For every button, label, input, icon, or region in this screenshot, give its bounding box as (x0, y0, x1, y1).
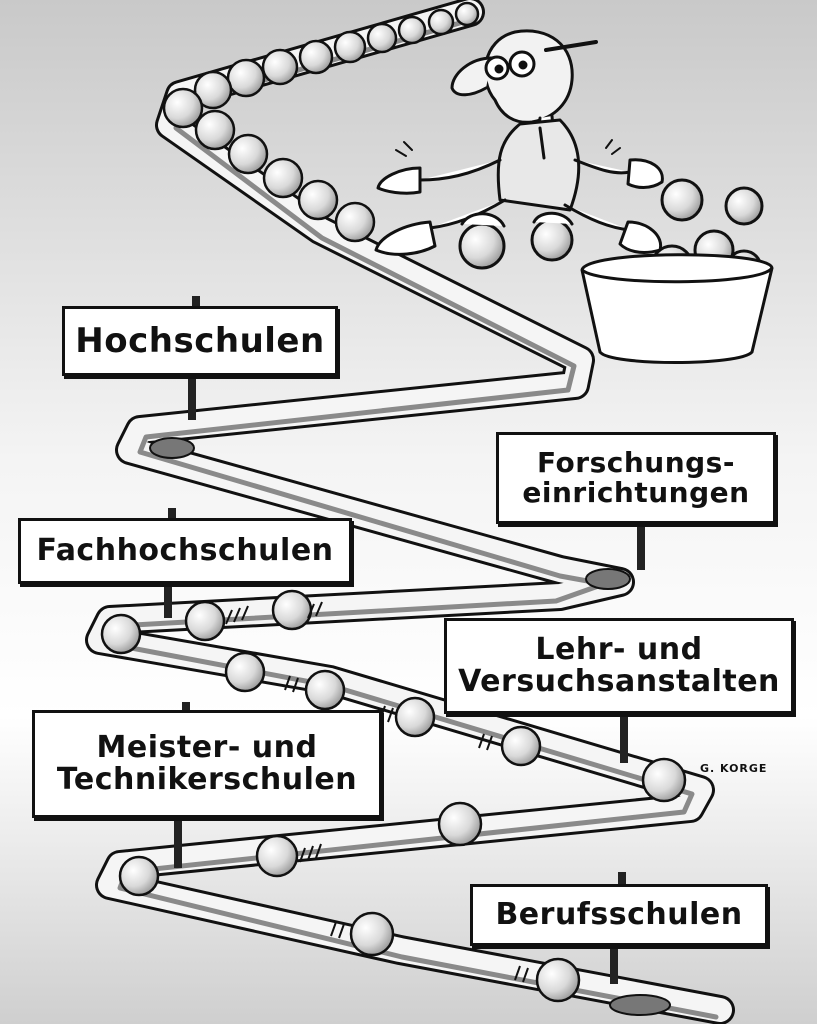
ball-track (85, 0, 735, 1024)
sign-forschung-line-1: Forschungs- (537, 445, 735, 479)
sign-hochschulen: Hochschulen (62, 306, 338, 376)
motion-lines (225, 601, 529, 983)
sign-lehr-und-versuchsanstalten: Lehr- und Versuchsanstalten (444, 618, 794, 714)
sign-meister-line-1: Meister- und (96, 729, 318, 765)
sign-forschungseinrichtungen: Forschungs- einrichtungen (496, 432, 776, 524)
sign-posts (164, 296, 645, 984)
balls-top (162, 1, 480, 243)
sign-fachhochschulen: Fachhochschulen (18, 518, 352, 584)
sign-fachhochschulen-text: Fachhochschulen (36, 532, 334, 568)
sign-lehr-line-1: Lehr- und (535, 631, 703, 667)
sign-berufsschulen-text: Berufsschulen (495, 896, 743, 932)
sign-berufsschulen: Berufsschulen (470, 884, 768, 946)
sign-forschung-line-2: einrichtungen (522, 476, 750, 509)
professor-figure (374, 29, 664, 270)
ball-basket (580, 178, 774, 364)
sign-meister-und-technikerschulen: Meister- und Technikerschulen (32, 710, 382, 818)
balls-rolling (100, 589, 687, 1003)
artist-signature: G. KORGE (700, 762, 768, 775)
sign-hochschulen-text: Hochschulen (75, 320, 325, 361)
sign-meister-line-2: Technikerschulen (56, 762, 358, 797)
sign-lehr-line-2: Versuchsanstalten (458, 664, 780, 699)
